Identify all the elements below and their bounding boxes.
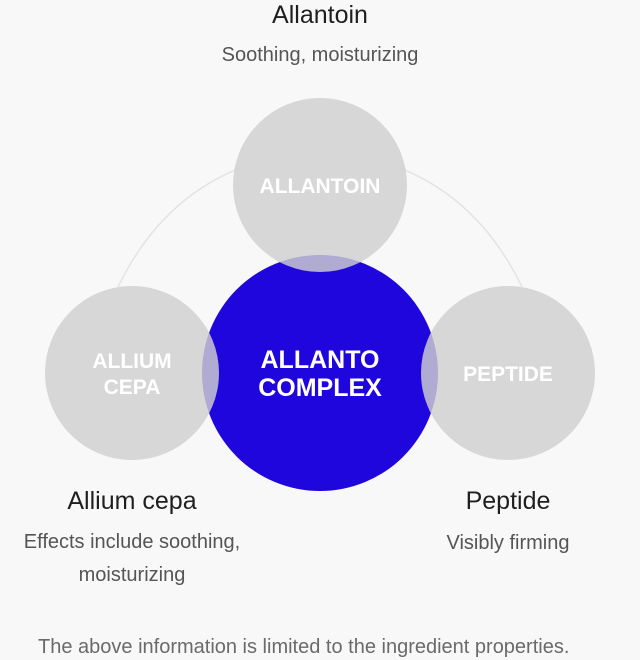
center-circle bbox=[202, 255, 438, 491]
right-circle bbox=[421, 286, 595, 460]
top-ingredient-title: Allantoin bbox=[272, 1, 368, 29]
right-ingredient-description: Visibly firming bbox=[446, 532, 570, 554]
left-circle-label-line2: CEPA bbox=[104, 376, 161, 399]
connector-arc-left bbox=[117, 167, 241, 288]
left-ingredient-title: Allium cepa bbox=[67, 487, 197, 515]
top-circle bbox=[233, 98, 407, 272]
top-ingredient-description: Soothing, moisturizing bbox=[221, 44, 419, 66]
center-circle-label-line1: ALLANTO bbox=[261, 346, 380, 374]
left-ingredient-description-line2: moisturizing bbox=[78, 564, 186, 586]
right-circle-label: PEPTIDE bbox=[463, 363, 553, 386]
top-circle-label: ALLANTOIN bbox=[260, 175, 381, 198]
left-ingredient-description-line1: Effects include soothing, bbox=[23, 531, 241, 553]
connector-arc-right bbox=[399, 167, 523, 288]
right-ingredient-title: Peptide bbox=[465, 487, 551, 515]
left-circle-label-line1: ALLIUM bbox=[92, 350, 171, 373]
left-circle bbox=[45, 286, 219, 460]
center-circle-label-line2: COMPLEX bbox=[258, 374, 382, 402]
disclaimer-footnote: The above information is limited to the … bbox=[38, 636, 570, 658]
